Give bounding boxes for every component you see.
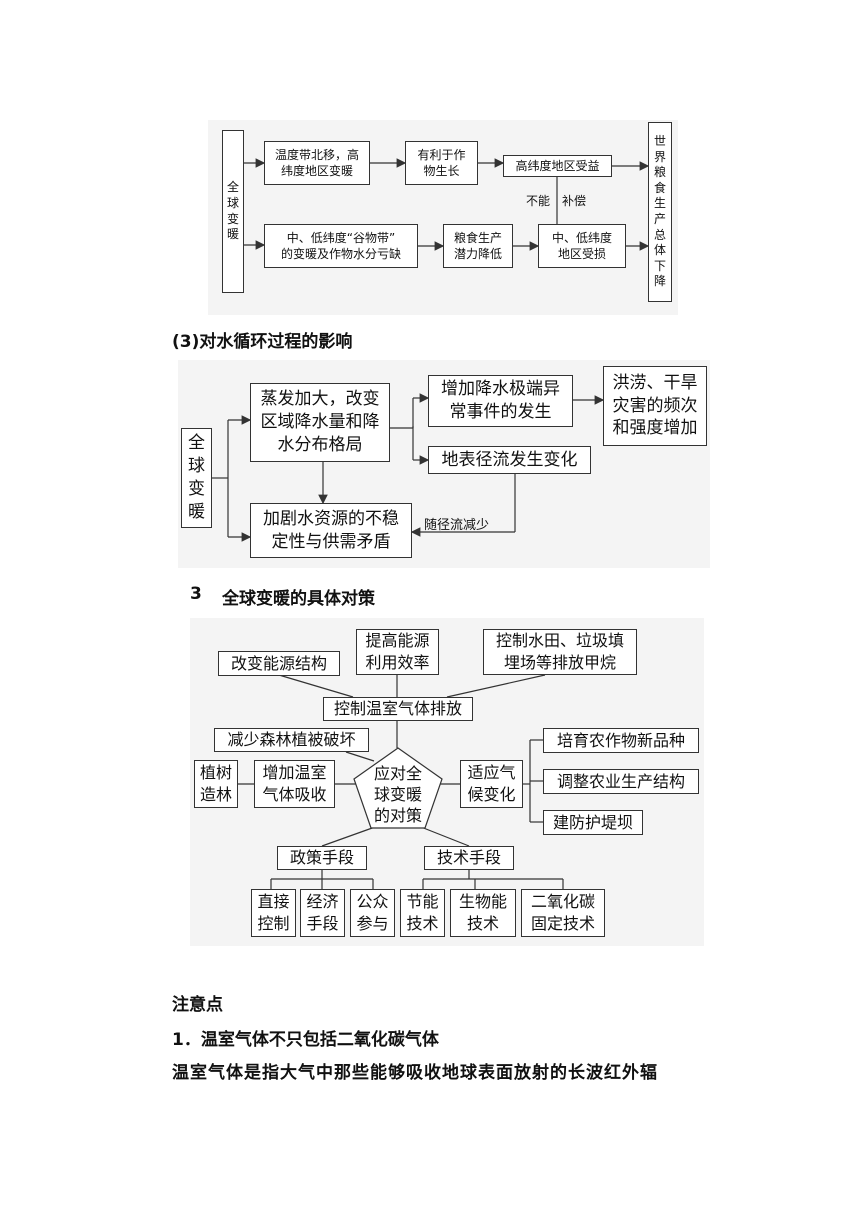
grain-potential-box: 粮食生产 潜力降低 [443, 224, 513, 268]
adapt-climate-box: 适应气 候变化 [460, 760, 523, 808]
edge-label-runoff-decrease: 随径流减少 [424, 518, 490, 533]
global-warming-box-2: 全 球 变 暖 [181, 428, 212, 528]
mid-low-lat-loss-box: 中、低纬度 地区受损 [538, 224, 626, 268]
direct-control-box: 直接 控制 [251, 889, 296, 937]
heading-water-cycle: (3)对水循环过程的影响 [172, 332, 353, 352]
section3-number: 3 [190, 584, 202, 604]
flood-drought-box: 洪涝、干旱 灾害的频次 和强度增加 [603, 366, 707, 446]
notes-heading: 注意点 [172, 995, 223, 1015]
energy-structure-box: 改变能源结构 [218, 651, 340, 676]
notes-paragraph: 温室气体是指大气中那些能够吸收地球表面放射的长波红外辐 [172, 1063, 658, 1083]
methane-control-box: 控制水田、垃圾填 埋场等排放甲烷 [483, 629, 637, 675]
temp-belt-box: 温度带北移，高 纬度地区变暖 [264, 141, 370, 185]
afforestation-box: 植树 造林 [194, 760, 238, 808]
dike-box: 建防护堤坝 [543, 810, 643, 835]
forest-protection-box: 减少森林植被破坏 [214, 728, 369, 752]
water-resource-box: 加剧水资源的不稳 定性与供需矛盾 [250, 503, 412, 558]
agri-structure-box: 调整农业生产结构 [543, 769, 699, 794]
energy-saving-tech-box: 节能 技术 [400, 889, 445, 937]
bioenergy-tech-box: 生物能 技术 [450, 889, 516, 937]
public-participation-box: 公众 参与 [350, 889, 395, 937]
energy-efficiency-box: 提高能源 利用效率 [356, 629, 439, 675]
co2-fixation-tech-box: 二氧化碳 固定技术 [521, 889, 605, 937]
notes-item-1: 1．温室气体不只包括二氧化碳气体 [172, 1030, 439, 1050]
extreme-precip-box: 增加降水极端异 常事件的发生 [428, 375, 573, 427]
crop-growth-box: 有利于作 物生长 [405, 141, 478, 185]
global-warming-box: 全球变暖 [222, 130, 244, 293]
increase-absorption-box: 增加温室 气体吸收 [254, 760, 335, 808]
response-strategy-center: 应对全 球变暖 的对策 [373, 764, 422, 825]
crop-breeding-box: 培育农作物新品种 [543, 728, 699, 753]
emission-control-box: 控制温室气体排放 [323, 697, 473, 721]
economic-means-box: 经济 手段 [300, 889, 345, 937]
edge-label-cannot: 不能 [526, 194, 551, 208]
tech-means-box: 技术手段 [424, 846, 514, 870]
section3-title: 全球变暖的具体对策 [222, 589, 375, 609]
high-lat-benefit-box: 高纬度地区受益 [503, 155, 612, 177]
surface-runoff-box: 地表径流发生变化 [428, 446, 591, 474]
grain-belt-box: 中、低纬度“谷物带” 的变暖及作物水分亏缺 [264, 224, 418, 268]
evaporation-box: 蒸发加大，改变 区域降水量和降 水分布格局 [250, 383, 390, 462]
edge-label-compensate: 补偿 [562, 194, 587, 208]
policy-means-box: 政策手段 [277, 846, 367, 870]
world-food-decline-box: 世界粮食生产总体下降 [648, 122, 672, 302]
